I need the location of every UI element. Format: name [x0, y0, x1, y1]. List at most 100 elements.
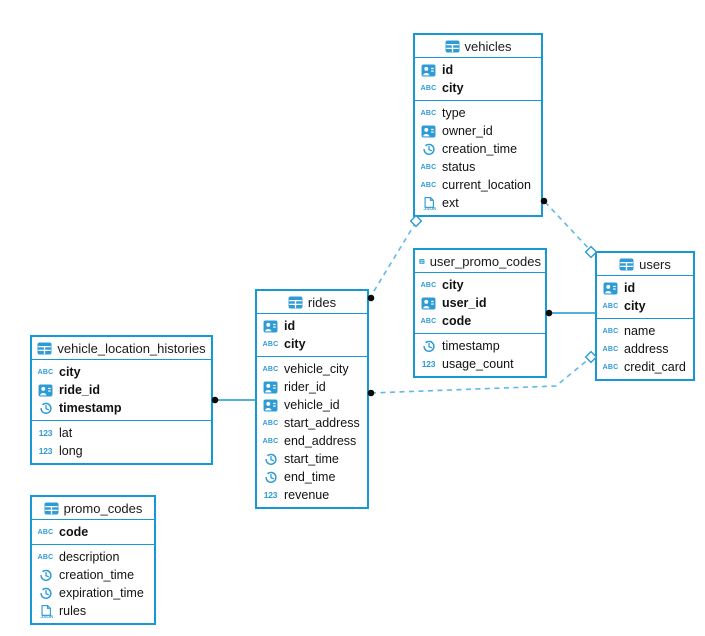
columns-section: ABC type owner_id creation_time ABC stat… — [415, 101, 541, 215]
column-row[interactable]: expiration_time — [32, 584, 154, 602]
column-row[interactable]: owner_id — [415, 122, 541, 140]
column-row[interactable]: ABC credit_card — [597, 358, 693, 376]
column-row[interactable]: 123 usage_count — [415, 355, 545, 373]
column-row[interactable]: creation_time — [32, 566, 154, 584]
table-promo-codes[interactable]: promo_codes ABC code ABC description cre… — [30, 495, 156, 625]
column-row[interactable]: vehicle_id — [257, 396, 367, 414]
table-header[interactable]: users — [597, 253, 693, 276]
column-name: ride_id — [59, 383, 100, 397]
abc-icon: ABC — [602, 345, 619, 353]
column-row[interactable]: ABC city — [257, 335, 367, 353]
column-row[interactable]: end_time — [257, 468, 367, 486]
column-row[interactable]: 123 lat — [32, 424, 211, 442]
clock-icon — [37, 568, 54, 582]
column-row[interactable]: ABC description — [32, 548, 154, 566]
user-icon — [262, 399, 279, 412]
abc-icon: ABC — [37, 528, 54, 536]
column-row[interactable]: timestamp — [415, 337, 545, 355]
column-row[interactable]: id — [415, 61, 541, 79]
table-rides[interactable]: rides id ABC city ABC vehicle_city rider… — [255, 289, 369, 509]
columns-section: timestamp 123 usage_count — [415, 334, 545, 376]
column-name: timestamp — [442, 339, 500, 353]
user-icon — [420, 125, 437, 138]
column-row[interactable]: ABC city — [597, 297, 693, 315]
column-row[interactable]: 123 long — [32, 442, 211, 460]
column-name: lat — [59, 426, 73, 440]
column-name: id — [442, 63, 454, 77]
column-row[interactable]: ABC start_address — [257, 414, 367, 432]
column-row[interactable]: user_id — [415, 294, 545, 312]
pk-section: ABC city ride_id timestamp — [32, 360, 211, 421]
clock-icon — [262, 470, 279, 484]
table-users[interactable]: users id ABC city ABC name ABC address A… — [595, 251, 695, 381]
column-row[interactable]: id — [597, 279, 693, 297]
column-row[interactable]: ABC city — [415, 79, 541, 97]
column-name: vehicle_id — [284, 398, 340, 412]
column-row[interactable]: ABC city — [32, 363, 211, 381]
user-icon — [262, 320, 279, 333]
column-name: usage_count — [442, 357, 514, 371]
column-name: owner_id — [442, 124, 493, 138]
column-row[interactable]: ABC vehicle_city — [257, 360, 367, 378]
column-row[interactable]: ABC name — [597, 322, 693, 340]
column-row[interactable]: id — [257, 317, 367, 335]
relation-vehicle-location-histories-rides[interactable] — [211, 396, 257, 404]
user-icon — [420, 297, 437, 310]
abc-icon: ABC — [37, 368, 54, 376]
column-row[interactable]: ABC status — [415, 158, 541, 176]
column-name: credit_card — [624, 360, 686, 374]
column-row[interactable]: ext — [415, 194, 541, 212]
table-user-promo-codes[interactable]: user_promo_codes ABC city user_id ABC co… — [413, 248, 547, 378]
number-icon: 123 — [38, 428, 53, 438]
column-name: current_location — [442, 178, 531, 192]
abc-icon: ABC — [262, 437, 279, 445]
table-vehicles[interactable]: vehicles id ABC city ABC type owner_id c… — [413, 33, 543, 217]
table-icon — [44, 502, 59, 515]
column-row[interactable]: rules — [32, 602, 154, 620]
column-name: type — [442, 106, 466, 120]
relation-user-promo-codes-users[interactable] — [545, 309, 596, 317]
table-header[interactable]: promo_codes — [32, 497, 154, 520]
column-row[interactable]: ABC code — [32, 523, 154, 541]
column-row[interactable]: ride_id — [32, 381, 211, 399]
column-row[interactable]: ABC type — [415, 104, 541, 122]
column-row[interactable]: ABC current_location — [415, 176, 541, 194]
column-name: name — [624, 324, 656, 338]
column-name: code — [442, 314, 472, 328]
column-name: vehicle_city — [284, 362, 349, 376]
table-title: user_promo_codes — [429, 253, 541, 269]
column-row[interactable]: rider_id — [257, 378, 367, 396]
pk-section: ABC city user_id ABC code — [415, 273, 545, 334]
column-name: start_time — [284, 452, 339, 466]
table-header[interactable]: vehicle_location_histories — [32, 337, 211, 360]
table-header[interactable]: vehicles — [415, 35, 541, 58]
column-name: end_time — [284, 470, 336, 484]
number-icon: 123 — [38, 446, 53, 456]
column-row[interactable]: ABC end_address — [257, 432, 367, 450]
abc-icon: ABC — [420, 163, 437, 171]
column-row[interactable]: ABC city — [415, 276, 545, 294]
table-header[interactable]: user_promo_codes — [415, 250, 545, 273]
column-row[interactable]: timestamp — [32, 399, 211, 417]
abc-icon: ABC — [420, 317, 437, 325]
column-row[interactable]: ABC code — [415, 312, 545, 330]
column-name: timestamp — [59, 401, 122, 415]
columns-section: ABC description creation_time expiration… — [32, 545, 154, 623]
column-row[interactable]: 123 revenue — [257, 486, 367, 504]
column-row[interactable]: ABC address — [597, 340, 693, 358]
abc-icon: ABC — [602, 327, 619, 335]
user-icon — [420, 64, 437, 77]
relation-vehicles-users[interactable] — [540, 197, 598, 259]
columns-section: ABC name ABC address ABC credit_card — [597, 319, 693, 379]
column-name: rider_id — [284, 380, 326, 394]
column-name: expiration_time — [59, 586, 144, 600]
number-icon: 123 — [421, 359, 436, 369]
json-icon — [37, 604, 54, 619]
table-icon — [288, 296, 303, 309]
column-name: revenue — [284, 488, 330, 502]
table-vehicle-location-histories[interactable]: vehicle_location_histories ABC city ride… — [30, 335, 213, 465]
column-row[interactable]: start_time — [257, 450, 367, 468]
table-header[interactable]: rides — [257, 291, 367, 314]
column-row[interactable]: creation_time — [415, 140, 541, 158]
abc-icon: ABC — [420, 84, 437, 92]
